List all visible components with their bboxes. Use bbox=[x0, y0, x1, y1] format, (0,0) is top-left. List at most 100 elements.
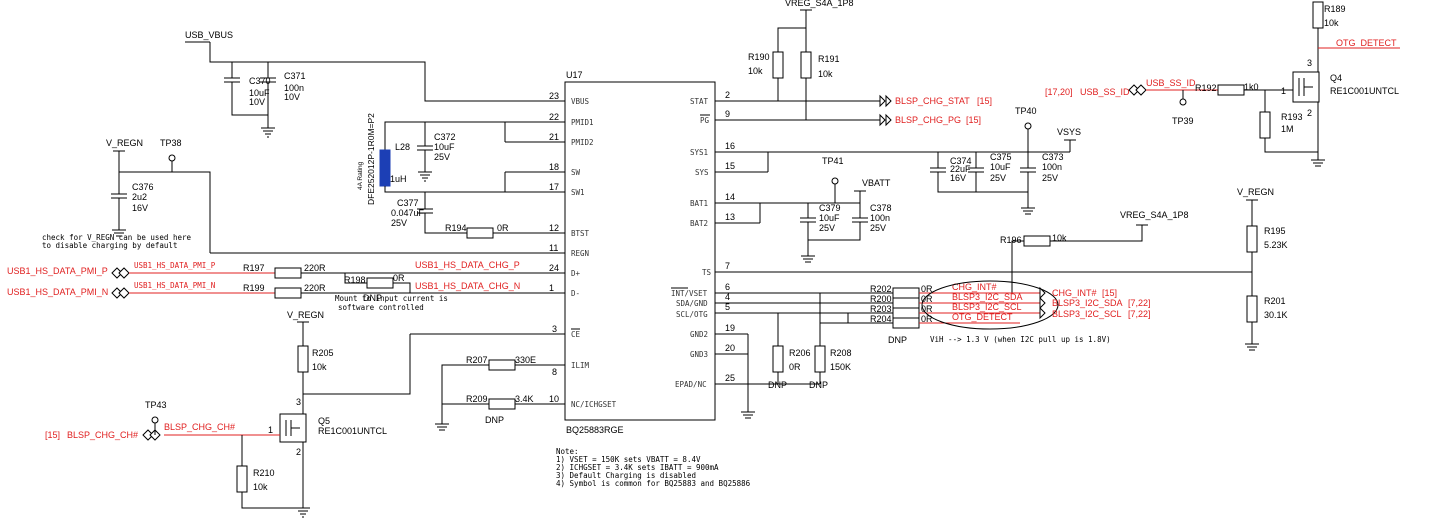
stat-pg-section: VREG_S4A_1P8 R190 10k R191 10k BLSP_CHG_… bbox=[748, 0, 992, 127]
net-usb-dn-chg: USB1_HS_DATA_CHG_N bbox=[415, 281, 520, 291]
pin-name: SCL/OTG bbox=[676, 310, 708, 319]
usb-vbus-section: USB_VBUS C370 10uF 10V C371 100n 10V bbox=[185, 30, 505, 138]
test-point-tp43 bbox=[151, 416, 159, 424]
resistor-r209 bbox=[488, 398, 516, 410]
r203-ref: R203 bbox=[870, 304, 892, 314]
r206-ref: R206 bbox=[789, 348, 811, 358]
net-otg-detect: OTG_DETECT bbox=[1336, 38, 1397, 48]
test-point-tp38 bbox=[168, 154, 176, 162]
resistor-r192 bbox=[1217, 84, 1245, 96]
c379-ref: C379 bbox=[819, 203, 841, 213]
note-3: 3) Default Charging is disabled bbox=[556, 471, 696, 480]
c374-rating: 16V bbox=[950, 173, 966, 183]
net-usb-dp-pmi-wire: USB1_HS_DATA_PMI_P bbox=[134, 261, 216, 270]
r199-value: 220R bbox=[304, 283, 326, 293]
resistor-r210 bbox=[236, 465, 248, 493]
ground-symbol bbox=[261, 127, 275, 138]
net-vbatt: VBATT bbox=[862, 178, 891, 188]
r190-ref: R190 bbox=[748, 52, 770, 62]
c378-ref: C378 bbox=[870, 203, 892, 213]
l28-rating: 4A Rating bbox=[357, 161, 364, 190]
r197-ref: R197 bbox=[243, 263, 265, 273]
pin-num: 8 bbox=[552, 367, 557, 377]
r194-ref: R194 bbox=[445, 223, 467, 233]
net-blsp-chg-ch-wire: BLSP_CHG_CH# bbox=[164, 422, 235, 432]
q5-pin-s: 2 bbox=[296, 447, 301, 457]
l28-value: 1uH bbox=[390, 174, 407, 184]
r199-ref: R199 bbox=[243, 283, 265, 293]
q4-part: RE1C001UNTCL bbox=[1330, 86, 1399, 96]
net-usb-dn-pmi: USB1_HS_DATA_PMI_N bbox=[7, 287, 108, 297]
r196-value: 10k bbox=[1052, 233, 1067, 243]
net-v-regn: V_REGN bbox=[106, 138, 143, 148]
r196-ref: R196 bbox=[1000, 235, 1022, 245]
net-blsp-chg-ch: BLSP_CHG_CH# bbox=[67, 430, 138, 440]
resistor-r194 bbox=[466, 227, 494, 239]
resistor-r206 bbox=[772, 345, 784, 373]
pin-num: 4 bbox=[725, 292, 730, 302]
c378-value: 100n bbox=[870, 213, 890, 223]
c370-value: 10uF bbox=[249, 88, 270, 98]
c377-rating: 25V bbox=[391, 218, 407, 228]
mount-note-line2: software controlled bbox=[338, 303, 424, 312]
pin-num: 5 bbox=[725, 302, 730, 312]
c370-rating: 10V bbox=[249, 97, 265, 107]
pin-num: 11 bbox=[549, 243, 558, 253]
resistor-r199 bbox=[274, 287, 302, 299]
net-v-regn-3: V_REGN bbox=[1237, 187, 1274, 197]
c370-ref: C370 bbox=[249, 76, 271, 86]
pin-name: STAT bbox=[690, 97, 709, 106]
c371-ref: C371 bbox=[284, 71, 306, 81]
r191-value: 10k bbox=[818, 69, 833, 79]
l28-part: DFE252012P-1R0M=P2 bbox=[366, 113, 376, 205]
notes-block: Note: 1) VSET = 150K sets VBATT = 8.4V 2… bbox=[556, 447, 751, 488]
notes-title: Note: bbox=[556, 447, 579, 456]
resistor-r190 bbox=[772, 51, 784, 79]
i2c-section: R202 R200 R203 R204 0R 0R 0R 0R DNP CHG_… bbox=[819, 280, 1151, 345]
tp41-label: TP41 bbox=[822, 156, 844, 166]
net-i2c-sda: BLSP3_I2C_SDA bbox=[952, 292, 1023, 302]
net-usb-ss-id-wire: USB_SS_ID bbox=[1146, 78, 1196, 88]
pin-num: 17 bbox=[549, 182, 559, 192]
r208-ref: R208 bbox=[830, 348, 852, 358]
regn-note-line2: to disable charging by default bbox=[42, 241, 177, 250]
pin-name: GND3 bbox=[690, 350, 708, 359]
note-4: 4) Symbol is common for BQ25883 and BQ25… bbox=[556, 479, 751, 488]
resistor-r191 bbox=[800, 51, 812, 79]
pin-num: 10 bbox=[549, 394, 559, 404]
r192-value: 1k0 bbox=[1244, 82, 1259, 92]
note-1: 1) VSET = 150K sets VBATT = 8.4V bbox=[556, 455, 701, 464]
bat-section: TP41 VBATT C379 10uF 25V C378 100n 25V bbox=[759, 156, 892, 263]
r198-dnp: DNP bbox=[363, 293, 382, 303]
pin-num: 3 bbox=[552, 324, 557, 334]
pin-num: 14 bbox=[725, 192, 735, 202]
pin-name: D+ bbox=[571, 269, 581, 278]
pin-num: 23 bbox=[549, 91, 559, 101]
c377-value: 0.047uF bbox=[391, 208, 425, 218]
ground-symbol bbox=[112, 229, 126, 237]
pin-name: TS bbox=[702, 268, 712, 277]
r198-value: 0R bbox=[393, 273, 405, 283]
gnd-section: R206 0R DNP R208 150K DNP bbox=[741, 313, 852, 419]
pin-num: 16 bbox=[725, 141, 735, 151]
test-point-tp40 bbox=[1024, 122, 1032, 130]
ground-symbol bbox=[741, 411, 755, 419]
pin-num: 1 bbox=[549, 283, 554, 293]
pin-name: ILIM bbox=[571, 361, 590, 370]
pin-name: SW bbox=[571, 168, 581, 177]
c372-value: 10uF bbox=[434, 142, 455, 152]
r202-ref: R202 bbox=[870, 284, 892, 294]
r206-dnp: DNP bbox=[768, 380, 787, 390]
c373-rating: 25V bbox=[1042, 173, 1058, 183]
pin-name: BAT2 bbox=[690, 219, 708, 228]
resistor-r196 bbox=[1023, 235, 1051, 247]
r202-group-dnp: DNP bbox=[888, 335, 907, 345]
c376-value: 2u2 bbox=[132, 192, 147, 202]
pin-num: 20 bbox=[725, 343, 735, 353]
c372-ref: C372 bbox=[434, 132, 456, 142]
r204-value: 0R bbox=[921, 314, 933, 324]
pin-num: 25 bbox=[725, 373, 735, 383]
c371-rating: 10V bbox=[284, 92, 300, 102]
resistor-r202 bbox=[892, 287, 920, 299]
